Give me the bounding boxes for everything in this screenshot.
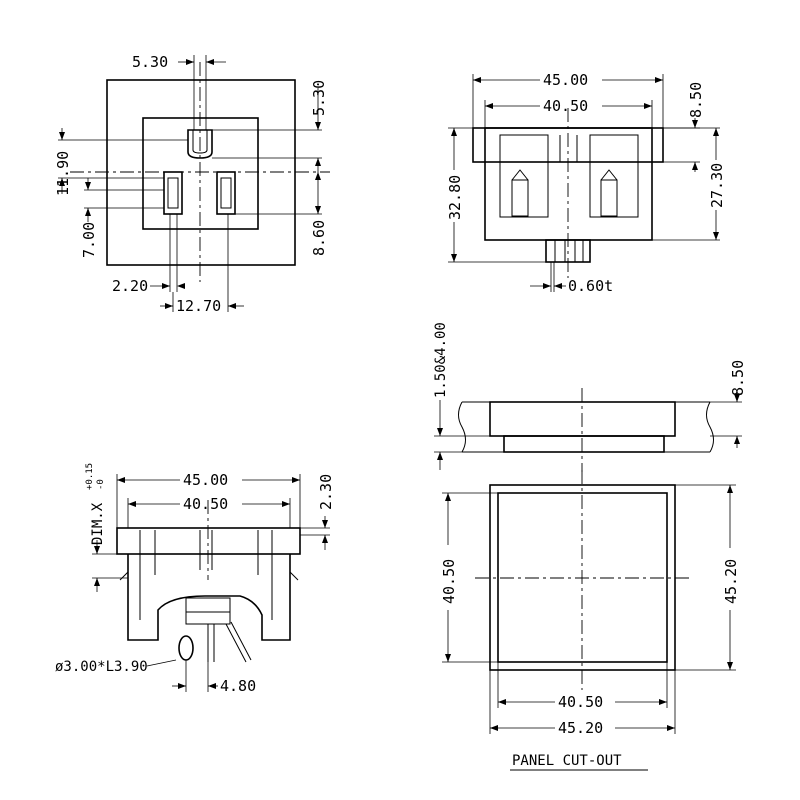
dim-hole: ø3.00*L3.90 — [55, 659, 148, 675]
dim-side-total-height: 32.80 — [446, 175, 464, 220]
side-contact-left — [499, 134, 549, 218]
dim-bottom-body-width: 40.50 — [183, 495, 228, 513]
panel-side-body — [503, 435, 665, 453]
cutout-inner-square — [497, 492, 668, 663]
bottom-body — [127, 554, 291, 641]
bottom-mounting-hole — [178, 635, 194, 661]
panel-break-right — [706, 401, 714, 453]
right-slot-inner — [220, 177, 232, 209]
dim-bottom-flange-thickness: 2.30 — [317, 474, 335, 510]
dim-slot-width: 2.20 — [112, 277, 148, 295]
dim-tolerance-label: DIM.X — [90, 502, 106, 545]
dim-cutout-height-inner: 40.50 — [440, 559, 458, 604]
bottom-flange — [116, 527, 301, 555]
panel-side-flange — [489, 401, 676, 437]
dim-cutout-width-outer: 45.20 — [558, 719, 603, 737]
dim-side-body-width: 40.50 — [543, 97, 588, 115]
panel-side-view: 1.50&4.00 8.50 — [433, 322, 747, 472]
tolerance-minus: -0 — [96, 479, 106, 490]
dim-side-flange-height: 8.50 — [687, 82, 705, 118]
cutout-title: PANEL CUT-OUT — [512, 753, 622, 769]
panel-cutout-view: 40.50 45.20 40.50 45.20 PANEL CUT-OUT — [440, 470, 740, 771]
bottom-view: 45.00 40.50 2.30 DIM.X +0.15 -0 ø3.00*L3… — [55, 463, 335, 695]
bottom-ground-contact — [185, 597, 231, 625]
side-contact-right — [589, 134, 639, 218]
dim-bottom-overall-width: 45.00 — [183, 471, 228, 489]
front-flange-outline — [106, 79, 296, 266]
tolerance-plus: +0.15 — [85, 463, 95, 490]
side-body — [484, 127, 653, 241]
dim-top-slot-width: 5.30 — [132, 53, 168, 71]
dim-pin-spacing: 12.70 — [176, 297, 221, 315]
dim-cutout-height-outer: 45.20 — [722, 559, 740, 604]
dim-pin-offset: 4.80 — [220, 677, 256, 695]
dim-slot-height: 7.00 — [80, 222, 98, 258]
ground-pin-inner — [192, 130, 208, 154]
dim-side-overall-width: 45.00 — [543, 71, 588, 89]
cutout-outer-square — [489, 484, 676, 671]
front-view: 5.30 5.30 8.60 11.90 7.00 — [54, 53, 330, 315]
dim-side-body-height: 27.30 — [708, 163, 726, 208]
front-body-outline — [142, 117, 259, 230]
dim-panel-flange-height: 8.50 — [729, 360, 747, 396]
dim-terminal-thickness: 0.60t — [568, 277, 613, 295]
left-slot-inner — [167, 177, 179, 209]
dim-cutout-width-inner: 40.50 — [558, 693, 603, 711]
side-view: 45.00 40.50 8.50 27.30 32.80 — [446, 71, 726, 295]
dim-panel-thickness: 1.50&4.00 — [433, 322, 449, 398]
panel-break-left — [458, 401, 466, 453]
dim-top-slot-offset: 5.30 — [310, 80, 328, 116]
dim-overall-height: 11.90 — [54, 151, 72, 196]
dim-right-height: 8.60 — [310, 220, 328, 256]
